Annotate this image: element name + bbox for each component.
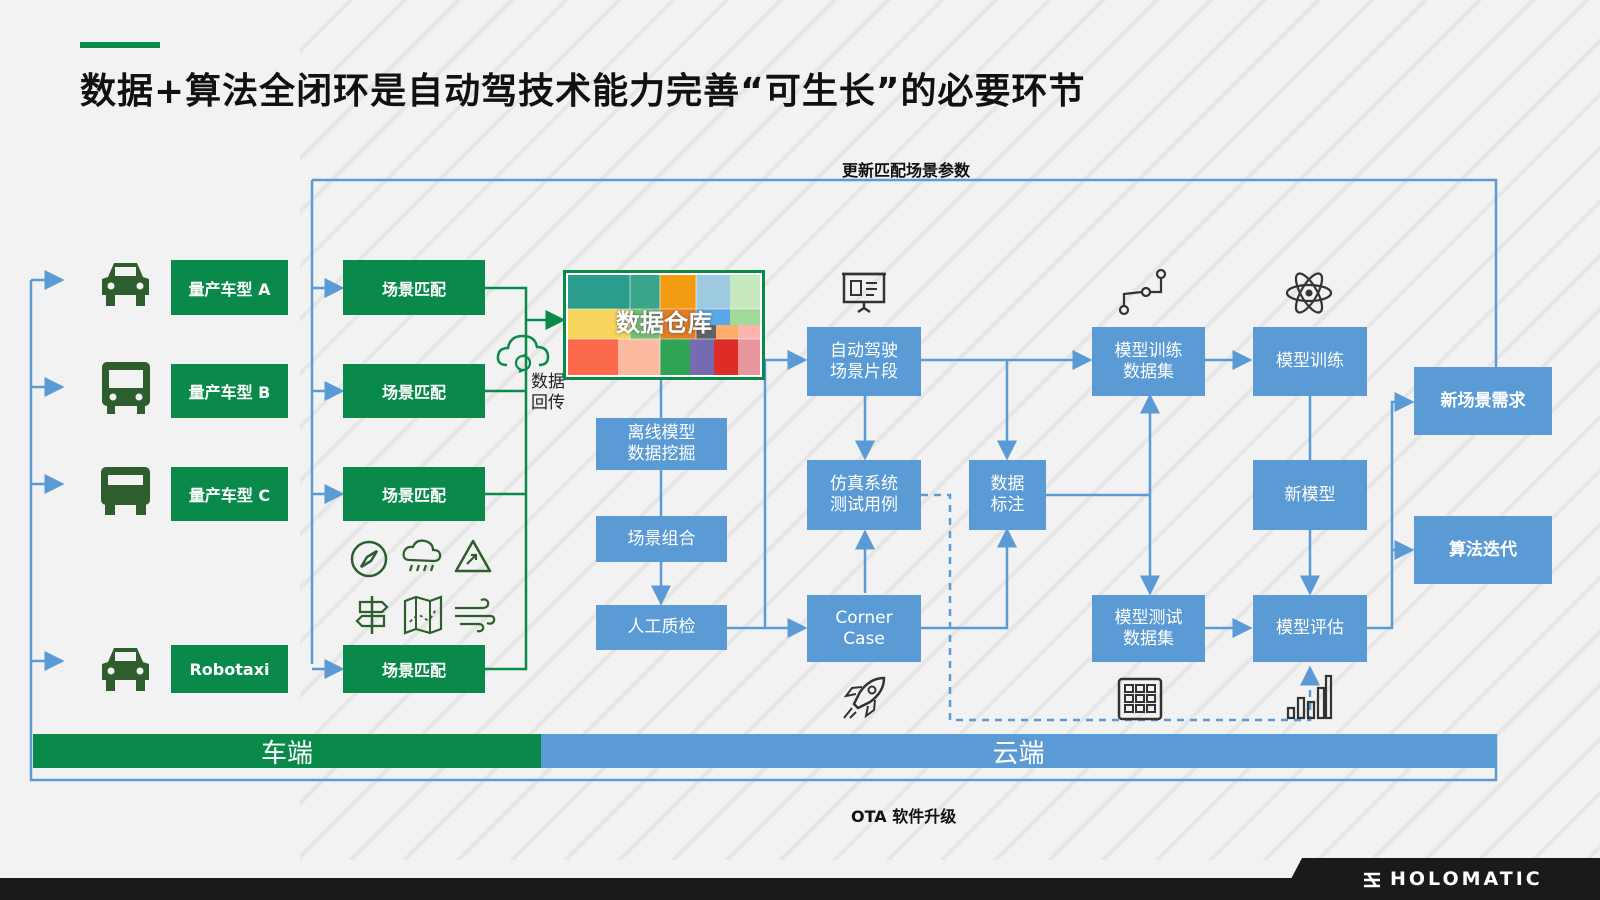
atom-icon [1285,272,1333,314]
car-icon [102,648,149,691]
road-sign-icon [454,539,492,573]
graph-path-icon [1118,268,1167,316]
scene-match-box: 场景匹配 [343,364,485,418]
bus-icon [102,362,150,414]
scene-match-box: 场景匹配 [343,645,485,693]
holomatic-logo-icon [1364,872,1380,888]
data-return-label: 数据 回传 [531,372,565,413]
rain-cloud-icon [402,539,442,572]
presentation-icon [842,272,886,314]
vehicle-c-label: 量产车型 C [171,467,288,521]
footer-logo-tab [1280,858,1600,900]
scene-match-box: 场景匹配 [343,467,485,521]
grid-icon [1117,677,1163,721]
new-model-box: 新模型 [1253,460,1367,530]
manual-qc-box: 人工质检 [596,605,727,650]
scene-match-box: 场景匹配 [343,260,485,315]
signpost-icon [355,596,389,634]
cloud-side-band: 云端 [541,734,1496,769]
vehicle-a-label: 量产车型 A [171,260,288,315]
robotaxi-label: Robotaxi [171,645,288,693]
bar-chart-icon [1286,674,1333,720]
brand-logo-text: HOLOMATIC [1390,868,1543,890]
data-warehouse-label: 数据仓库 [616,309,712,337]
model-eval-box: 模型评估 [1253,595,1367,662]
page-title: 数据+算法全闭环是自动驾技术能力完善“可生长”的必要环节 [80,71,1086,112]
offline-mining-box: 离线模型 数据挖掘 [596,418,727,470]
algorithm-iteration-box: 算法迭代 [1414,516,1552,584]
cloud-sync-icon [496,334,550,373]
wind-icon [455,598,496,633]
car-icon [102,263,149,306]
rocket-icon [843,676,886,719]
data-labeling-box: 数据 标注 [969,460,1046,530]
treemap-graphic [568,275,760,375]
map-icon [403,595,443,635]
compass-icon [350,540,388,578]
footer-bar [0,878,1600,900]
scene-combine-box: 场景组合 [596,516,727,562]
new-scene-demand-box: 新场景需求 [1414,367,1552,435]
ad-scene-clips-box: 自动驾驶 场景片段 [807,327,921,396]
train-dataset-box: 模型训练 数据集 [1092,327,1205,396]
sim-test-cases-box: 仿真系统 测试用例 [807,460,921,530]
top-loop-label: 更新匹配场景参数 [842,161,971,180]
corner-case-box: Corner Case [807,595,921,662]
model-training-box: 模型训练 [1253,327,1367,396]
test-dataset-box: 模型测试 数据集 [1092,595,1205,662]
data-warehouse: 数据仓库 [563,270,765,380]
truck-icon [101,467,150,515]
bottom-loop-label: OTA 软件升级 [851,807,957,826]
vehicle-side-band: 车端 [33,734,541,769]
vehicle-b-label: 量产车型 B [171,364,288,418]
title-accent-bar [80,42,160,48]
